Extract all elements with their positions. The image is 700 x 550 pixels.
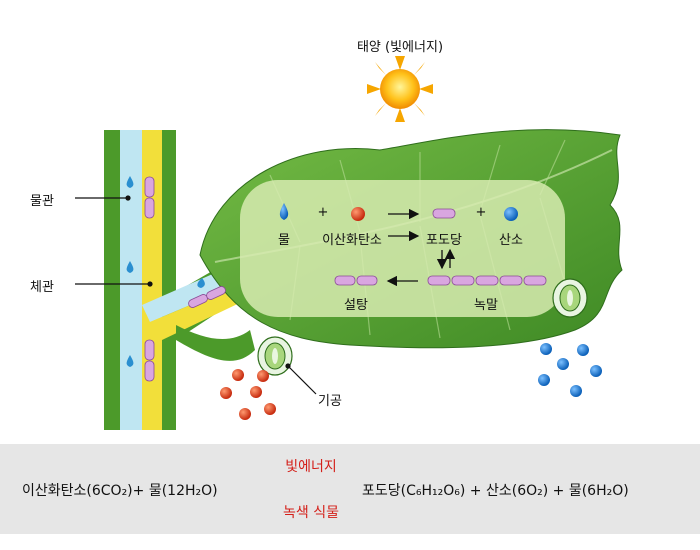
stoma-label: 기공 <box>318 394 342 409</box>
sugar-label: 설탕 <box>344 298 368 313</box>
stoma-icon <box>552 278 588 318</box>
label-pointers <box>75 195 317 395</box>
stoma-icon <box>257 336 293 376</box>
sugar-pair-icon <box>334 275 378 286</box>
water-drop-icon <box>126 176 205 367</box>
equation-catalyst: 녹색 식물 <box>283 505 339 521</box>
diagram-title: 태양 (빛에너지) <box>356 40 444 55</box>
glucose-label: 포도당 <box>426 233 462 248</box>
plus-sign: + <box>317 205 329 220</box>
co2-molecules-cluster <box>220 369 276 420</box>
glucose-capsule-icon <box>432 208 456 219</box>
xylem-label: 물관 <box>30 194 54 209</box>
co2-molecule-icon <box>351 207 365 221</box>
oxygen-molecules-cluster <box>538 343 602 397</box>
sun-icon <box>367 56 433 122</box>
starch-chain-icon <box>427 275 547 286</box>
phloem-label: 체관 <box>30 280 54 295</box>
process-icons <box>279 203 547 287</box>
water-drop-icon <box>279 203 289 220</box>
oxygen-molecule-icon <box>504 207 518 221</box>
co2-label: 이산화탄소 <box>322 233 382 248</box>
oxygen-label: 산소 <box>499 233 523 248</box>
equation-products: 포도당(C₆H₁₂O₆) + 산소(6O₂) + 물(6H₂O) <box>362 483 629 499</box>
equation-reactants: 이산화탄소(6CO₂)+ 물(12H₂O) <box>22 483 218 499</box>
equation-bar: 이산화탄소(6CO₂)+ 물(12H₂O) 빛에너지 녹색 식물 포도당(C₆H… <box>0 444 700 534</box>
leaf <box>199 129 623 349</box>
starch-label: 녹말 <box>474 298 498 313</box>
equation-energy: 빛에너지 <box>285 459 337 475</box>
plus-sign: + <box>475 205 487 220</box>
water-label: 물 <box>278 233 290 248</box>
sugar-capsule-icon <box>144 176 226 382</box>
